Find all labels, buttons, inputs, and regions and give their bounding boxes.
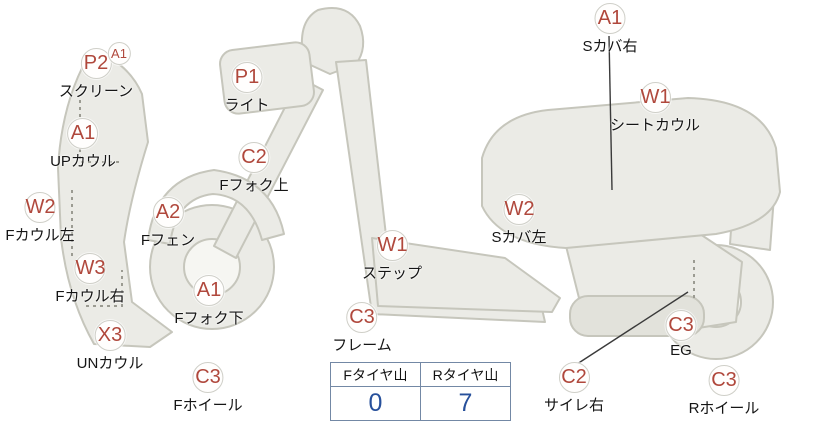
part-name: Fフォク上 xyxy=(219,177,289,194)
part-label-muffler-right: C2 サイレ右 xyxy=(544,362,604,415)
part-label-s-cover-right: A1 Sカバ右 xyxy=(582,3,638,56)
part-label-f-cowl-left: W2 Fカウル左 xyxy=(5,192,75,245)
part-name: UPカウル xyxy=(50,153,116,170)
grade-badge: A1 xyxy=(594,3,626,34)
part-label-s-cover-left: W2 Sカバ左 xyxy=(491,194,547,247)
part-label-up-cowl: A1 UPカウル xyxy=(50,118,116,171)
part-label-f-wheel: C3 Fホイール xyxy=(173,362,243,415)
tire-tread-front-value: 0 xyxy=(330,386,421,421)
leader-line-muffler-right xyxy=(573,291,689,367)
front-fender-shape xyxy=(147,169,285,245)
grade-badge: P2 xyxy=(80,48,112,79)
part-label-un-cowl: X3 UNカウル xyxy=(76,320,144,373)
part-label-f-fork-upper: C2 Fフォク上 xyxy=(219,142,289,195)
part-label-seat-cowl: W1 シートカウル xyxy=(610,82,700,135)
headlight-shape xyxy=(219,41,315,115)
grade-badge: C3 xyxy=(192,362,224,393)
grade-badge: W2 xyxy=(24,192,56,223)
part-name: フレーム xyxy=(332,337,392,354)
dashed-mark-front-cowl-3 xyxy=(86,270,123,307)
part-name: ライト xyxy=(224,97,270,114)
badge-group: P2 A1 xyxy=(80,42,131,79)
part-label-f-fork-lower: A1 Fフォク下 xyxy=(174,275,244,328)
handlebar-shape xyxy=(300,7,365,75)
part-name: Rホイール xyxy=(688,400,760,417)
tire-table-header-row: Fタイヤ山 Rタイヤ山 xyxy=(330,362,511,387)
part-label-screen: P2 A1 スクリーン xyxy=(58,42,134,101)
part-label-f-cowl-right: W3 Fカウル右 xyxy=(55,253,125,306)
tire-table-header-rear: Rタイヤ山 xyxy=(420,362,511,387)
grade-badge: P1 xyxy=(231,62,263,93)
leader-line-s-cover-right xyxy=(608,35,613,191)
part-name: スクリーン xyxy=(58,83,134,100)
grade-badge: C3 xyxy=(346,302,378,333)
part-name: サイレ右 xyxy=(543,397,605,414)
part-name: Fホイール xyxy=(173,397,243,414)
grade-badge: C3 xyxy=(665,310,697,341)
grade-badge: C3 xyxy=(708,365,740,396)
grade-badge: W1 xyxy=(639,82,671,113)
part-name: Fカウル左 xyxy=(5,227,75,244)
tire-table-value-row: 0 7 xyxy=(330,386,511,421)
grade-badge: A2 xyxy=(152,197,184,228)
grade-badge: W2 xyxy=(503,194,535,225)
part-label-f-fender: A2 Fフェン xyxy=(141,197,195,250)
grade-badge: A1 xyxy=(193,275,225,306)
part-name: Sカバ左 xyxy=(491,229,547,246)
floorboard-shape xyxy=(371,237,561,313)
tire-tread-table: Fタイヤ山 Rタイヤ山 0 7 xyxy=(330,362,511,421)
grade-badge: A1 xyxy=(67,118,99,149)
part-name: Sカバ右 xyxy=(582,38,638,55)
part-name: Fフェン xyxy=(140,232,196,249)
part-name: EG xyxy=(670,342,692,359)
grade-badge-sub: A1 xyxy=(107,42,131,65)
tire-tread-rear-value: 7 xyxy=(420,386,511,421)
grade-badge: C2 xyxy=(558,362,590,393)
part-name: Fフォク下 xyxy=(174,310,244,327)
part-label-step: W1 ステップ xyxy=(362,230,422,283)
part-label-engine: C3 EG xyxy=(665,310,697,359)
grade-badge: W1 xyxy=(376,230,408,261)
part-name: UNカウル xyxy=(76,355,144,372)
grade-badge: W3 xyxy=(74,253,106,284)
part-label-frame: C3 フレーム xyxy=(332,302,392,355)
tire-table-header-front: Fタイヤ山 xyxy=(330,362,421,387)
seat-body-shape xyxy=(481,97,781,249)
part-name: Fカウル右 xyxy=(55,288,125,305)
part-label-light: P1 ライト xyxy=(224,62,270,115)
grade-badge: C2 xyxy=(238,142,270,173)
part-label-r-wheel: C3 Rホイール xyxy=(688,365,760,418)
part-name: ステップ xyxy=(361,265,423,282)
grade-badge: X3 xyxy=(94,320,126,351)
part-name: シートカウル xyxy=(609,117,701,134)
